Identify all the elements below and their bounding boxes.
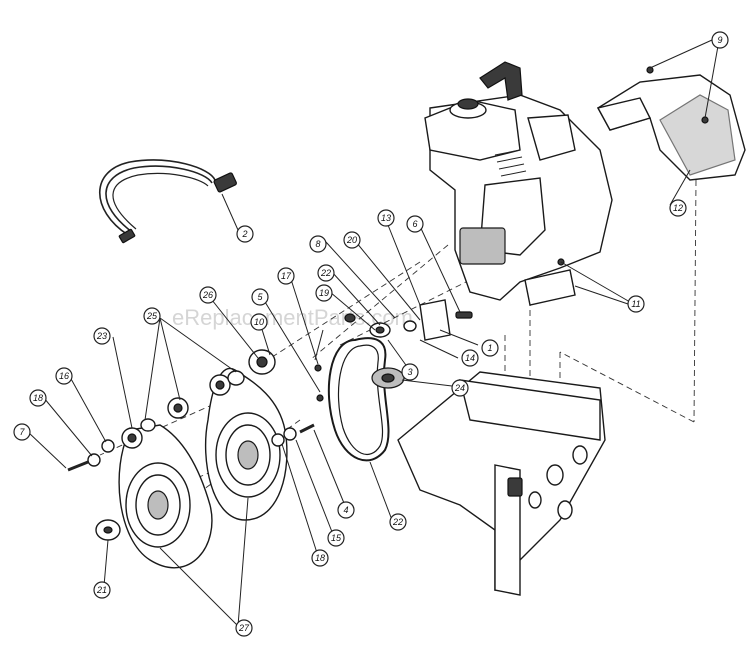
callout-11: 11 — [627, 295, 645, 313]
svg-text:25: 25 — [146, 311, 158, 321]
svg-text:9: 9 — [717, 35, 722, 45]
svg-text:24: 24 — [454, 383, 465, 393]
callout-23: 23 — [93, 327, 111, 345]
svg-text:15: 15 — [331, 533, 342, 543]
callout-7: 7 — [13, 423, 31, 441]
frame-housing — [397, 371, 606, 596]
svg-text:13: 13 — [381, 213, 391, 223]
callout-21: 21 — [93, 581, 111, 599]
chute-deflector — [596, 74, 746, 181]
power-cord — [98, 159, 237, 244]
callout-18-bottom: 18 — [311, 549, 329, 567]
callout-22-bottom: 22 — [389, 513, 407, 531]
svg-text:3: 3 — [407, 367, 412, 377]
callout-16: 16 — [55, 367, 73, 385]
callout-17: 17 — [277, 267, 295, 285]
callout-19: 19 — [315, 284, 333, 302]
svg-text:20: 20 — [346, 235, 357, 245]
svg-text:17: 17 — [281, 271, 292, 281]
callout-15: 15 — [327, 529, 345, 547]
auger-pulley-assembly — [118, 418, 213, 569]
drive-pulley-assembly — [204, 367, 288, 521]
callout-6: 6 — [406, 215, 424, 233]
callout-8: 8 — [309, 235, 327, 253]
callout-9: 9 — [711, 31, 729, 49]
svg-text:10: 10 — [254, 317, 264, 327]
svg-text:16: 16 — [59, 371, 69, 381]
svg-text:4: 4 — [343, 505, 348, 515]
svg-text:18: 18 — [315, 553, 325, 563]
svg-text:5: 5 — [257, 292, 263, 302]
svg-text:6: 6 — [412, 219, 417, 229]
callout-25: 25 — [143, 307, 161, 325]
callout-20: 20 — [343, 231, 361, 249]
svg-text:26: 26 — [202, 290, 213, 300]
svg-text:12: 12 — [673, 203, 683, 213]
leader-lines — [27, 39, 719, 627]
callout-14: 14 — [461, 349, 479, 367]
svg-text:22: 22 — [320, 268, 331, 278]
svg-text:1: 1 — [487, 343, 492, 353]
hardware-parts — [67, 66, 709, 541]
callout-12: 12 — [669, 199, 687, 217]
callout-26: 26 — [199, 286, 217, 304]
callout-18-left: 18 — [29, 389, 47, 407]
callout-4: 4 — [337, 501, 355, 519]
callout-24: 24 — [451, 379, 469, 397]
svg-text:7: 7 — [19, 427, 25, 437]
engine-assembly — [424, 61, 613, 306]
svg-text:23: 23 — [96, 331, 107, 341]
callout-10: 10 — [250, 313, 268, 331]
callout-22-top: 22 — [317, 264, 335, 282]
svg-text:27: 27 — [238, 623, 250, 633]
callout-2: 2 — [236, 225, 254, 243]
callout-5: 5 — [251, 288, 269, 306]
engine-pulley-parts — [344, 299, 473, 389]
svg-text:11: 11 — [631, 299, 640, 309]
svg-text:19: 19 — [319, 288, 329, 298]
drive-belt — [327, 337, 390, 462]
callout-3: 3 — [401, 363, 419, 381]
callout-1: 1 — [481, 339, 499, 357]
svg-text:2: 2 — [241, 229, 247, 239]
svg-text:18: 18 — [33, 393, 43, 403]
engine-fins — [494, 149, 527, 177]
svg-text:22: 22 — [392, 517, 403, 527]
callout-27: 27 — [235, 619, 253, 637]
svg-text:14: 14 — [465, 353, 475, 363]
svg-text:21: 21 — [96, 585, 107, 595]
callouts: 9 2 12 13 6 8 20 22 — [13, 31, 729, 637]
callout-13: 13 — [377, 209, 395, 227]
svg-text:8: 8 — [315, 239, 320, 249]
